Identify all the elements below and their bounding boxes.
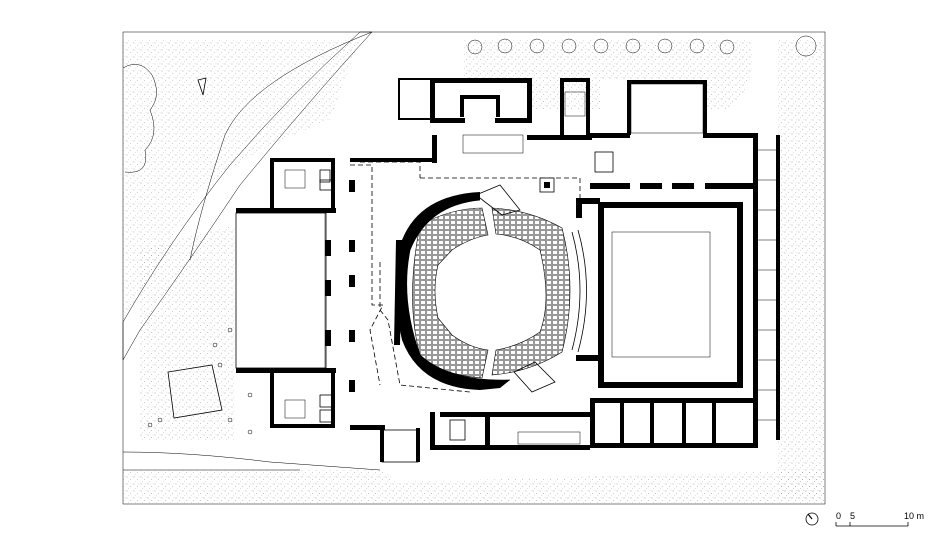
- south-entrance: [381, 429, 419, 463]
- reflector-north: [475, 184, 521, 216]
- foyer-dash: [350, 164, 384, 386]
- east-colonnade-lines: [758, 149, 778, 421]
- tree-row: [467, 35, 817, 57]
- stage-apron-2: [577, 229, 587, 353]
- landscape-areas: [122, 31, 825, 504]
- seating-right: [491, 207, 571, 376]
- stage-floor: [611, 231, 711, 358]
- plaza-pavilion: [167, 364, 223, 419]
- stair-west-north: [284, 169, 306, 189]
- orchestra-rail: [394, 240, 402, 345]
- scale-label-10m: 10 m: [904, 511, 924, 521]
- service-rooms: [319, 151, 614, 441]
- stage-apron: [571, 231, 581, 351]
- landscape-top: [464, 40, 753, 110]
- stair-north-annex: [462, 134, 524, 154]
- landscape-left: [123, 40, 360, 470]
- fly-tower-room: [630, 83, 704, 134]
- seating-left: [412, 207, 489, 379]
- stair-west-south: [284, 399, 306, 419]
- building-walls: [236, 78, 758, 450]
- landscape-bottom: [123, 470, 825, 504]
- path-lines: [122, 451, 381, 471]
- balcony-outline: [360, 161, 581, 393]
- scale-label-0: 0: [836, 511, 841, 521]
- plaza-bollards: [147, 327, 253, 435]
- stair-tower: [564, 91, 586, 117]
- scale-bar: 0 5 10 m: [835, 511, 924, 527]
- north-arrow-icon: [805, 512, 819, 526]
- road-curve: [189, 31, 373, 261]
- scale-label-5: 5: [850, 511, 855, 521]
- entrance-hall: [235, 212, 327, 369]
- tree-canopy: [122, 64, 157, 173]
- small-sculpture: [197, 77, 207, 96]
- reflector-south: [513, 361, 556, 393]
- landscape-plaza: [140, 225, 235, 440]
- stair-south: [517, 431, 581, 445]
- landscape-right: [778, 40, 825, 500]
